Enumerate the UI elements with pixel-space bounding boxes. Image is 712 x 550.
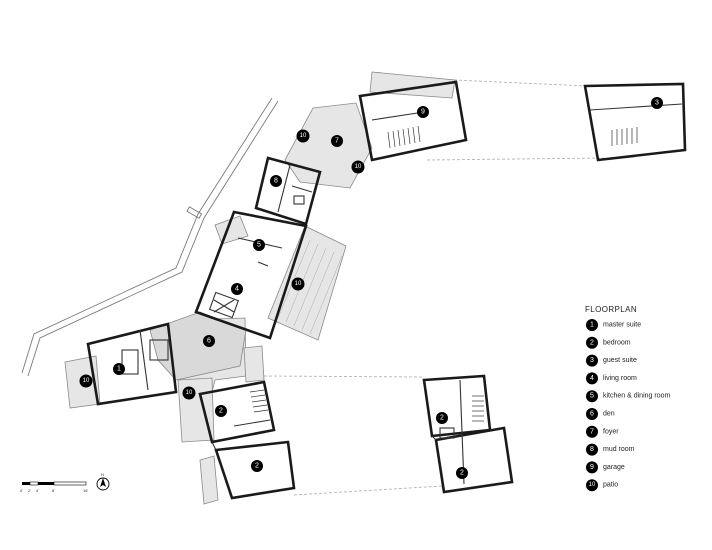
legend-number: 4 xyxy=(590,375,594,382)
bedroom-wing xyxy=(198,380,296,500)
svg-text:5: 5 xyxy=(257,242,261,249)
svg-text:2: 2 xyxy=(219,408,223,415)
legend-number: 2 xyxy=(590,339,594,346)
svg-text:2': 2' xyxy=(28,488,31,493)
legend-label: living room xyxy=(603,375,637,382)
room-marker: 2 xyxy=(215,405,227,417)
room-marker: 4 xyxy=(231,283,243,295)
legend-label: master suite xyxy=(603,322,641,329)
legend-label: kitchen & dining room xyxy=(603,393,670,400)
legend-number: 7 xyxy=(590,428,594,435)
mudroom-block xyxy=(254,156,322,226)
legend-number: 6 xyxy=(590,411,594,418)
north-arrow-icon: N xyxy=(96,472,110,491)
room-marker: 1 xyxy=(113,363,125,375)
guest-suite-block xyxy=(583,82,687,162)
svg-text:10: 10 xyxy=(295,281,302,287)
master-suite-block xyxy=(86,322,178,406)
legend-number: 8 xyxy=(590,446,594,453)
legend-label: garage xyxy=(603,464,625,471)
room-marker: 6 xyxy=(203,335,215,347)
legend-number: 5 xyxy=(590,393,594,400)
svg-text:N: N xyxy=(101,472,104,477)
legend-item: 10 patio xyxy=(586,479,618,492)
room-marker: 10 xyxy=(351,160,365,174)
legend-item: 6 den xyxy=(586,408,615,420)
svg-text:10: 10 xyxy=(83,378,90,384)
room-marker: 2 xyxy=(436,412,448,424)
legend-item: 1 master suite xyxy=(586,319,641,331)
room-marker: 2 xyxy=(251,460,263,472)
legend-number: 3 xyxy=(590,357,594,364)
legend-number: 1 xyxy=(590,322,594,329)
svg-text:0': 0' xyxy=(20,488,23,493)
svg-text:6: 6 xyxy=(207,338,211,345)
legend-item: 7 foyer xyxy=(586,425,619,438)
legend-marker xyxy=(586,408,598,420)
svg-text:10: 10 xyxy=(186,390,193,396)
room-marker: 10 xyxy=(291,277,305,291)
legend-marker xyxy=(586,390,598,403)
legend-marker xyxy=(586,336,598,349)
projection-lines xyxy=(263,79,605,496)
legend-number: 9 xyxy=(590,464,594,471)
legend-item: 9 garage xyxy=(586,461,625,474)
legend-item: 5 kitchen & dining room xyxy=(586,390,670,403)
svg-text:9: 9 xyxy=(421,109,425,116)
svg-text:3: 3 xyxy=(655,100,659,107)
room-marker: 3 xyxy=(651,97,663,109)
patios xyxy=(64,71,456,505)
legend-label: patio xyxy=(603,482,618,489)
svg-text:10: 10 xyxy=(300,133,307,139)
legend-item: 3 guest suite xyxy=(586,354,637,367)
legend-title: FLOORPLAN xyxy=(585,305,637,314)
svg-text:2: 2 xyxy=(460,470,464,477)
room-marker: 2 xyxy=(456,467,468,479)
svg-text:10: 10 xyxy=(355,164,362,170)
legend-label: mud room xyxy=(603,446,635,453)
room-marker: 10 xyxy=(182,386,196,400)
legend: FLOORPLAN 1 master suite 2 bedroom 3 guest su… xyxy=(585,305,670,492)
room-marker: 8 xyxy=(270,175,282,187)
legend-marker xyxy=(586,461,598,474)
legend-item: 4 living room xyxy=(586,372,637,385)
legend-label: foyer xyxy=(603,428,619,435)
svg-text:8': 8' xyxy=(52,488,55,493)
site-boundary xyxy=(21,97,279,377)
legend-marker xyxy=(586,425,598,438)
svg-text:2: 2 xyxy=(255,463,259,470)
room-marker: 10 xyxy=(296,129,310,143)
room-marker: 7 xyxy=(331,135,343,147)
legend-item: 2 bedroom xyxy=(586,336,631,349)
legend-number: 10 xyxy=(589,482,596,488)
svg-text:1: 1 xyxy=(117,366,121,373)
bedroom-wing-right xyxy=(422,374,514,494)
svg-text:7: 7 xyxy=(335,138,339,145)
room-marker: 9 xyxy=(417,106,429,118)
legend-label: den xyxy=(603,411,615,418)
legend-label: bedroom xyxy=(603,339,631,346)
svg-text:4: 4 xyxy=(235,286,239,293)
garage-block xyxy=(358,80,468,162)
legend-marker xyxy=(586,479,598,492)
legend-label: guest suite xyxy=(603,357,637,364)
room-markers: 9 3 7 10 10 8 5 4 10 6 1 10 10 2 2 2 2 xyxy=(79,97,663,479)
svg-text:4': 4' xyxy=(36,488,39,493)
room-marker: 10 xyxy=(79,374,93,388)
svg-text:16': 16' xyxy=(83,488,88,493)
legend-item: 8 mud room xyxy=(586,443,635,456)
legend-marker xyxy=(586,443,598,456)
svg-text:8: 8 xyxy=(274,178,278,185)
svg-text:2: 2 xyxy=(440,415,444,422)
legend-marker xyxy=(586,372,598,385)
legend-marker xyxy=(586,354,598,367)
scale-bar: 0' 2' 4' 8' 16' xyxy=(20,481,88,493)
legend-marker xyxy=(586,319,598,331)
room-marker: 5 xyxy=(253,239,265,251)
